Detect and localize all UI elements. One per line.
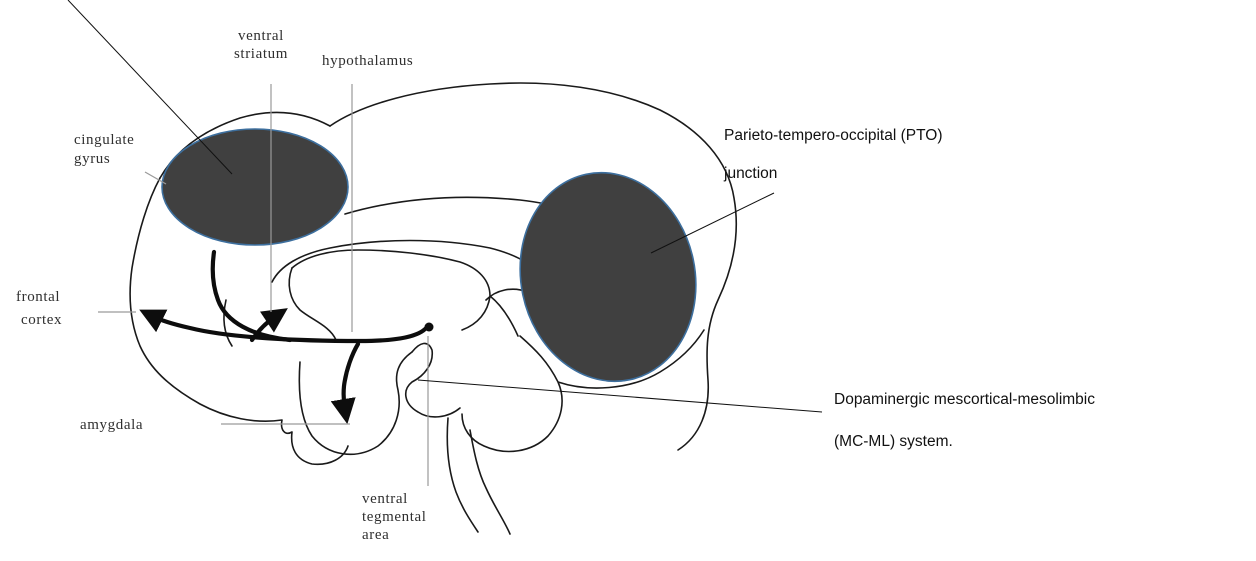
hypothalamus-label: hypothalamus <box>322 53 413 69</box>
dopamine-pathways <box>152 252 434 410</box>
anatomy-labels: ventral striatum hypothalamus cingulate … <box>16 28 431 543</box>
diencephalon-lower-contour <box>289 268 336 340</box>
pathway-to-frontal-cortex <box>152 316 427 341</box>
pto-junction-highlight-ellipse <box>501 156 715 398</box>
midbrain-contour <box>406 343 460 417</box>
frontal-cortex-label: frontal cortex <box>16 289 65 328</box>
temporal-lobe-contour <box>299 352 412 454</box>
brainstem-contour <box>447 418 510 534</box>
mc-ml-system-label: Dopaminergic mescortical-mesolimbic (MC-… <box>834 391 1099 450</box>
pathway-to-amygdala <box>344 344 358 410</box>
corpus-callosum-inner <box>272 241 548 287</box>
cingulate-gyrus-label: cingulate gyrus <box>74 132 139 167</box>
vta-origin-dot <box>425 323 434 332</box>
mc-ml-pointer <box>418 380 822 412</box>
amygdala-label: amygdala <box>80 417 143 433</box>
pto-junction-label: Parieto-tempero-occipital (PTO) junction <box>723 127 947 182</box>
annotation-labels: Parieto-tempero-occipital (PTO) junction… <box>723 127 1099 450</box>
thalamus-contour <box>292 250 518 336</box>
frontal-medial-contour <box>224 300 232 346</box>
ventral-tegmental-area-label: ventral tegmental area <box>362 491 431 543</box>
cingulate-highlight-ellipse <box>162 129 348 245</box>
ventral-striatum-label: ventral striatum <box>234 28 288 62</box>
